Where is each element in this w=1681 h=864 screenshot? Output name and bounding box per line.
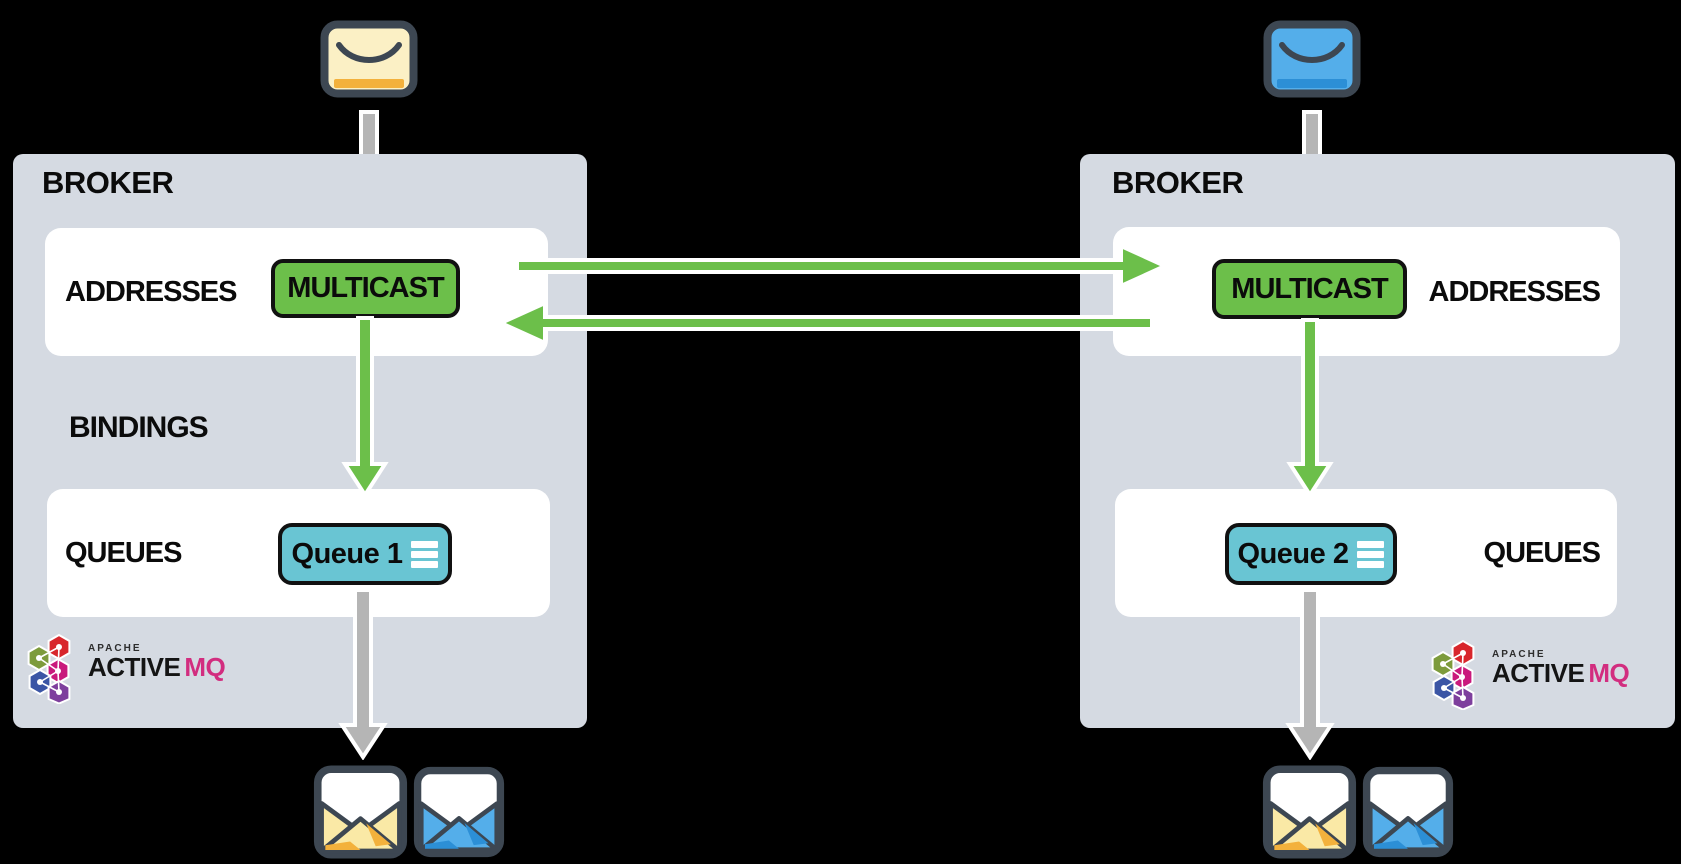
queues-label: QUEUES (65, 537, 182, 569)
queues-panel-left: QUEUES Queue 1 (47, 489, 550, 617)
addresses-panel-left: ADDRESSES MULTICAST (45, 228, 548, 356)
broker-panel-right: BROKER MULTICAST ADDRESSES Queue 2 QUEUE… (1080, 154, 1675, 728)
addresses-label: ADDRESSES (1428, 275, 1601, 308)
arrow-multicast-to-queue-right (1286, 318, 1334, 498)
multicast-label: MULTICAST (1231, 272, 1388, 305)
multicast-badge: MULTICAST (1212, 259, 1407, 319)
consumer-envelope-open-blue-icon (413, 766, 505, 858)
producer-envelope-yellow-icon (320, 20, 418, 98)
queue-label: Queue 1 (291, 537, 403, 570)
producer-envelope-blue-icon (1263, 20, 1361, 98)
arrow-queue-to-consumer-left (338, 588, 388, 760)
arrow-multicast-to-queue-left (341, 316, 389, 498)
addresses-label: ADDRESSES (65, 276, 237, 308)
consumer-envelope-open-yellow-icon (313, 765, 408, 859)
queue-list-icon (411, 540, 439, 568)
activemq-hexagons-icon (27, 634, 71, 704)
queue-badge: Queue 2 (1225, 523, 1397, 585)
active-label: ACTIVE (88, 652, 181, 682)
queues-panel-right: Queue 2 QUEUES (1115, 489, 1617, 617)
addresses-panel-right: MULTICAST ADDRESSES (1113, 227, 1620, 356)
consumer-envelope-open-blue-icon (1362, 766, 1454, 858)
consumer-envelope-open-yellow-icon (1262, 765, 1357, 859)
arrow-multicast-left-to-right (515, 242, 1167, 290)
activemq-logo: APACHE ACTIVE MQ (26, 634, 226, 704)
multicast-label: MULTICAST (287, 272, 444, 304)
apache-label: APACHE (88, 643, 142, 654)
arrow-queue-to-consumer-right (1285, 588, 1335, 760)
activemq-logo-text: APACHE ACTIVE MQ (88, 634, 226, 682)
multicast-badge: MULTICAST (271, 259, 460, 318)
broker-title: BROKER (1112, 165, 1244, 200)
broker-panel-left: BROKER ADDRESSES MULTICAST BINDINGS QUEU… (13, 154, 587, 728)
mq-label: MQ (1588, 658, 1630, 688)
arrow-multicast-right-to-left (498, 299, 1154, 347)
queue-badge: Queue 1 (278, 523, 452, 585)
queue-list-icon (1357, 540, 1385, 568)
queue-label: Queue 2 (1237, 537, 1349, 570)
apache-label: APACHE (1492, 649, 1546, 660)
activemq-hexagons-icon (1431, 640, 1475, 710)
activemq-logo: APACHE ACTIVE MQ (1430, 640, 1630, 710)
activemq-logo-text: APACHE ACTIVE MQ (1492, 640, 1630, 688)
broker-title: BROKER (42, 165, 174, 200)
bindings-label: BINDINGS (69, 411, 209, 444)
queues-label: QUEUES (1483, 537, 1601, 569)
active-label: ACTIVE (1492, 658, 1585, 688)
mq-label: MQ (184, 652, 226, 682)
